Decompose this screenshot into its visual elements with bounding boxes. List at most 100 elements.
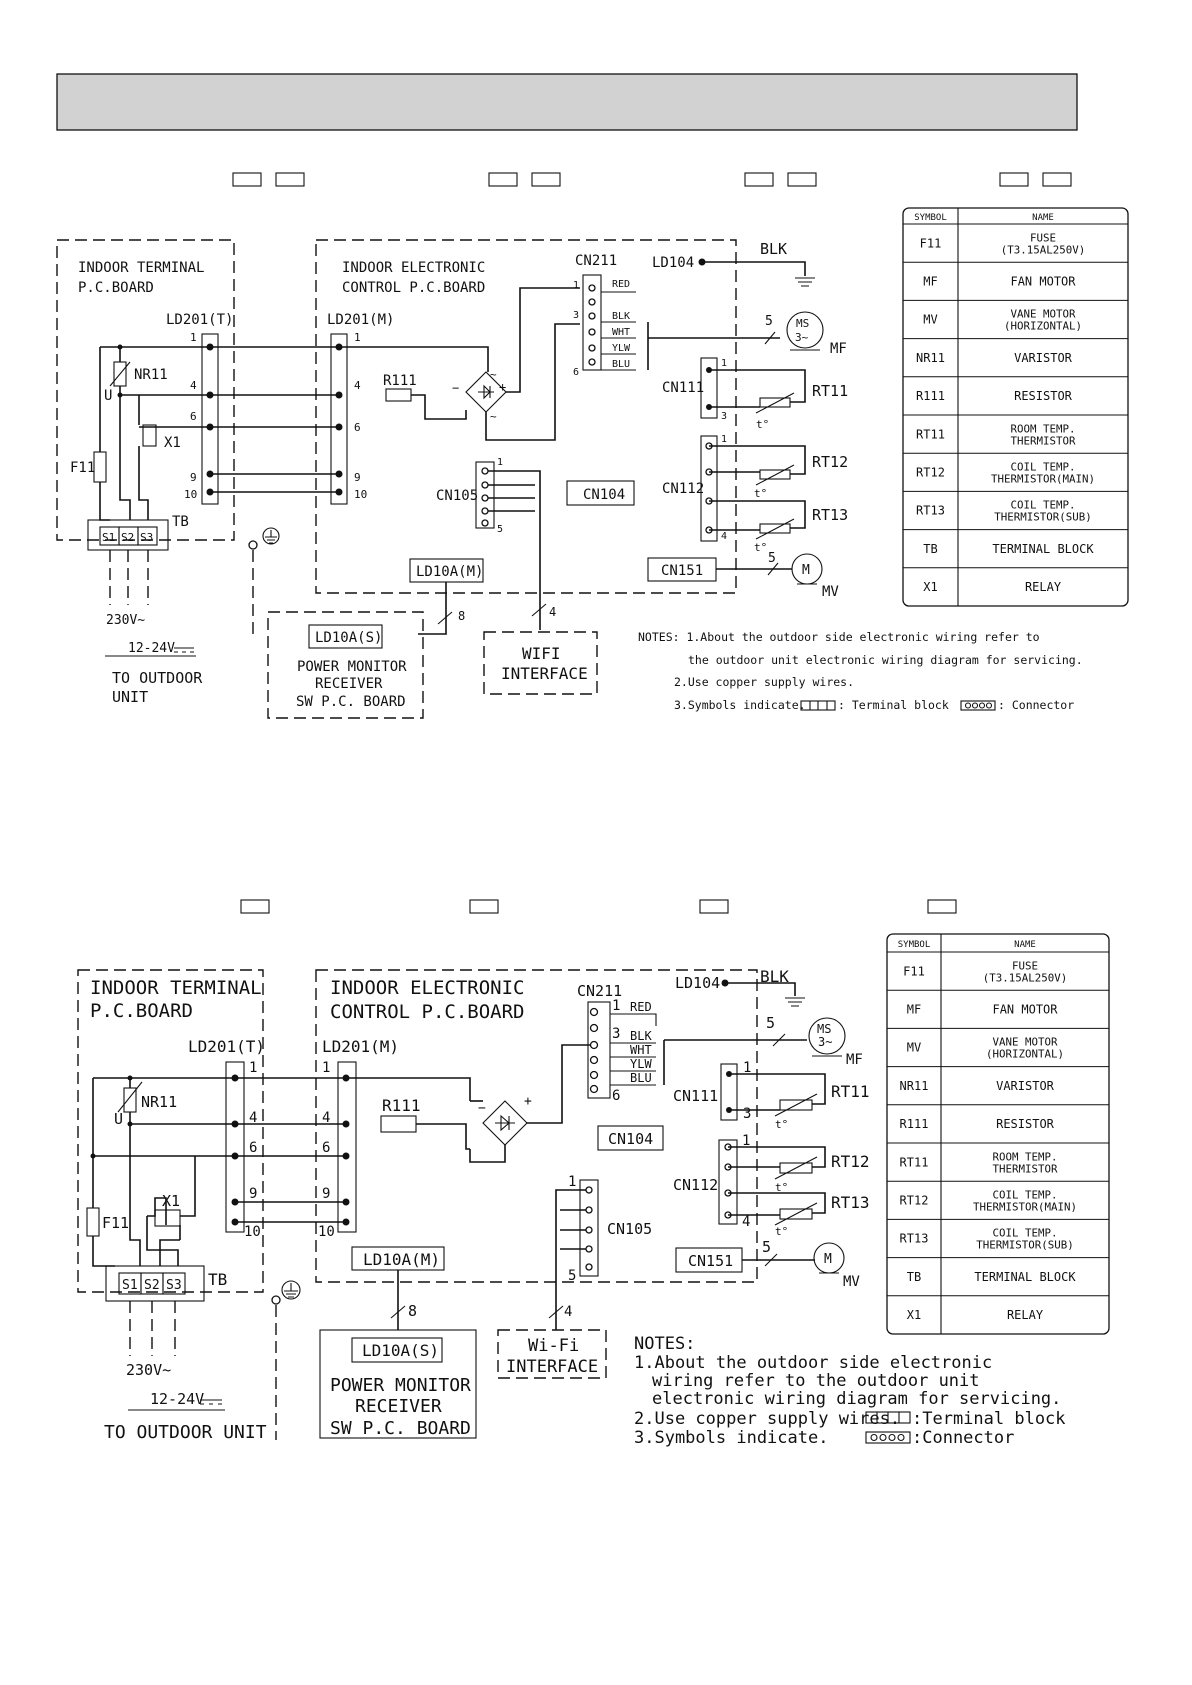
top-cn111 [700,357,718,419]
top-legend-name-rt12: THERMISTOR(MAIN) [991,473,1095,486]
top-bridge-plus: + [499,380,506,394]
top-ld201t-strip [201,333,219,505]
bottom-diode-icon [495,1114,515,1132]
bottom-wifi-count: 4 [564,1304,572,1320]
top-notes-connector-dot-2 [971,702,979,709]
top-wire-blk: BLK [612,311,630,322]
bottom-legend-name-rt13: COIL TEMP. [992,1227,1057,1240]
bottom-blk-ground [785,997,805,1007]
bottom-tb-s3: S3 [166,1278,182,1293]
bottom-x1-relay [154,1209,181,1227]
top-cn112-label: CN112 [662,481,704,497]
bottom-legend-symbol-mv: MV [907,1041,921,1055]
bottom-legend-symbol-rt13: RT13 [900,1232,929,1246]
header-bar [56,73,1078,131]
top-legend-name-tb: TERMINAL BLOCK [992,542,1094,556]
top-x1-relay [142,424,157,447]
bottom-legend-header-name: NAME [1014,940,1036,950]
top-m-label: M [802,563,810,578]
bottom-control-board-label: INDOOR ELECTRONIC [330,977,524,999]
bottom-ld201m-strip [337,1061,357,1233]
bottom-legend-name-x1: RELAY [1007,1308,1044,1322]
top-strip-wires [100,346,489,493]
top-tb-s2: S2 [121,531,134,544]
bottom-ld10as [351,1337,443,1363]
bottom-ld10a-count: 8 [408,1302,417,1320]
bottom-wire-blu: BLU [630,1071,652,1085]
bottom-legend-symbol-mf: MF [907,1003,921,1017]
top-legend-symbol-tb: TB [923,542,937,556]
bottom-bridge-minus: − [478,1101,486,1116]
bottom-rt11-t: t° [775,1118,788,1131]
bottom-blk-label: BLK [760,967,789,986]
bottom-cn211-pin1: 1 [612,998,620,1014]
top-u-label: U [104,388,112,404]
top-rt12-label: RT12 [812,453,848,471]
top-mv-label: MV [822,584,839,600]
top-pin-1-m: 1 [354,331,361,344]
bottom-legend-symbol-x1: X1 [907,1308,921,1322]
bottom-rt13-label: RT13 [831,1193,870,1212]
top-tb-label: TB [172,514,189,530]
top-cn105 [475,461,495,529]
bottom-pin-4-t: 4 [249,1110,257,1126]
top-ms-fan-motor [786,311,824,349]
top-legend-symbol-nr11: NR11 [916,351,945,365]
bottom-cn111-pin1: 1 [743,1060,751,1076]
top-cn111-label: CN111 [662,380,704,396]
bottom-pin-9-m: 9 [322,1186,330,1202]
bottom-wifi-slash [548,1305,564,1319]
bottom-fan-count: 5 [766,1014,775,1032]
bottom-notes-5: 2.Use copper supply wires. [634,1409,900,1429]
top-legend-name-rt11: ROOM TEMP. [1010,422,1075,435]
bottom-legend-frame [886,933,1110,1335]
bottom-ld10am-label: LD10A(M) [363,1250,440,1269]
bottom-cn112-pin1: 1 [742,1133,750,1149]
top-pin-6-t: 6 [190,410,197,423]
model-boxes-bottom [240,899,957,914]
top-ground-glyph [265,530,277,544]
top-wire-wht: WHT [612,327,630,338]
top-notes-connector-symbol [960,700,996,711]
top-1224v-label: 12-24V [128,641,175,656]
top-f11-label: F11 [70,460,95,476]
top-terminal-board-label-2: P.C.BOARD [78,280,154,296]
bottom-legend-name-rt12: COIL TEMP. [992,1189,1057,1202]
bottom-legend-name-mv: (HORIZONTAL) [986,1048,1064,1061]
top-legend-name-nr11: VARISTOR [1014,351,1073,365]
bottom-power-monitor-3: SW P.C. BOARD [330,1418,471,1439]
bottom-legend-name-rt11: THERMISTOR [992,1162,1058,1175]
bottom-u-label: U [114,1110,123,1128]
top-legend-symbol-r111: R111 [916,389,945,403]
top-ld104-wire [702,261,806,276]
bottom-supply-leads [129,1301,176,1356]
bottom-legend-symbol-rt12: RT12 [900,1194,929,1208]
bottom-rt12-slash [774,1156,818,1180]
bottom-pin-6-m: 6 [322,1140,330,1156]
top-legend-name-rt12: COIL TEMP. [1010,461,1075,474]
bottom-notes-connector-symbol [865,1431,911,1444]
bottom-ground-glyph [284,1283,298,1298]
top-control-board-label-2: CONTROL P.C.BOARD [342,280,485,296]
bottom-ms3-label: 3~ [818,1035,832,1049]
bottom-f11-fuse [86,1207,100,1237]
top-power-monitor-2: RECEIVER [315,676,383,692]
bottom-bridge-plus: + [524,1094,532,1109]
bottom-ground-terminal [271,1295,281,1305]
top-legend-header-symbol: SYMBOL [914,213,947,223]
bottom-pin-1-t: 1 [249,1060,257,1076]
top-cn105-pin1: 1 [497,457,503,468]
top-ground-icon [262,527,280,545]
top-pin-1-t: 1 [190,331,197,344]
top-rt12 [759,469,791,480]
top-legend-name-f11: FUSE [1030,231,1056,244]
top-r111-wire [411,394,467,420]
bottom-cn105-pin1: 1 [568,1174,576,1190]
bottom-ms-label: MS [817,1022,831,1036]
bottom-legend-header-symbol: SYMBOL [898,940,931,950]
top-cn111-pin1: 1 [721,358,727,369]
bottom-vane-slash [764,1253,778,1267]
bottom-pin-10-m: 10 [318,1224,335,1240]
